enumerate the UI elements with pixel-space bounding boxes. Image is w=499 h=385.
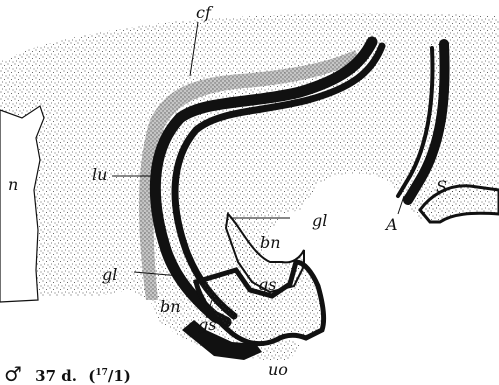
- label-uo: uo: [268, 360, 288, 379]
- label-gs-right: gs: [258, 275, 276, 294]
- leader-a: [398, 196, 404, 214]
- label-lu: lu: [92, 165, 107, 184]
- label-gl-left: gl: [102, 265, 117, 284]
- caption-scale-den: /1: [108, 367, 124, 385]
- label-n: n: [8, 175, 18, 194]
- figure-caption: ♂ 37 d. (17/1): [4, 362, 131, 385]
- caption-scale-num: 17: [95, 368, 108, 378]
- label-a: A: [384, 215, 398, 234]
- caption-scale-open: (: [88, 367, 95, 385]
- label-bn-right: bn: [260, 233, 281, 252]
- label-bn-left: bn: [160, 297, 181, 316]
- label-s: S: [436, 177, 447, 196]
- caption-age: 37 d.: [35, 367, 77, 385]
- caption-scale-close: ): [124, 367, 131, 385]
- label-gs-left: gs: [198, 315, 216, 334]
- caption-sex-symbol: ♂: [4, 362, 22, 385]
- label-gl-right: gl: [312, 211, 327, 230]
